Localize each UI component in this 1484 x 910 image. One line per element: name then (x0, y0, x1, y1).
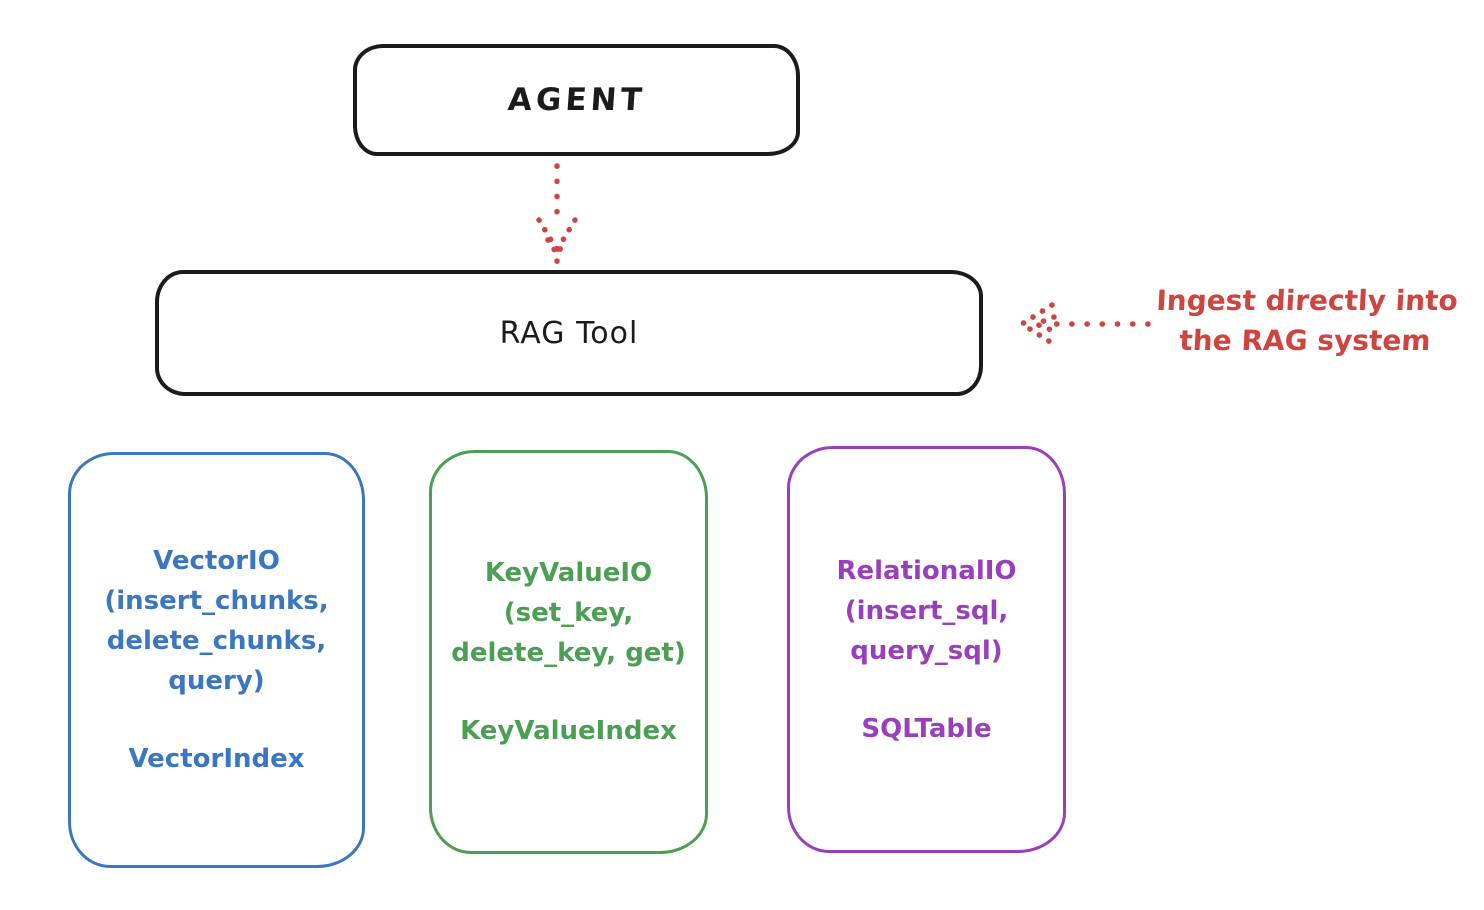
vectorio-index-label: VectorIndex (128, 744, 305, 774)
vectorio-methods-line-1: (insert_chunks, (104, 586, 329, 616)
keyvalueio-index-label: KeyValueIndex (460, 716, 677, 746)
ingest-annotation-line-1: Ingest directly into (1155, 284, 1459, 317)
ingest-annotation-line-2: the RAG system (1178, 324, 1432, 357)
keyvalueio-title: KeyValueIO (484, 558, 653, 588)
rag-tool-box: RAG Tool (155, 270, 983, 396)
rag-tool-label: RAG Tool (499, 315, 639, 351)
arrow-left-ingest-icon (1008, 293, 1158, 355)
arrow-down-agent-to-rag-icon (527, 158, 587, 270)
backend-box-relationalio: RelationalIO (insert_sql, query_sql) SQL… (787, 446, 1066, 853)
vectorio-methods-line-3: query) (168, 666, 265, 696)
agent-label: AGENT (506, 82, 647, 118)
relationalio-methods-line-2: query_sql) (850, 635, 1003, 666)
relationalio-title: RelationalIO (836, 555, 1017, 586)
agent-box: AGENT (353, 44, 800, 156)
ingest-annotation: Ingest directly into the RAG system (1134, 281, 1478, 361)
backend-box-keyvalueio: KeyValueIO (set_key, delete_key, get) Ke… (429, 450, 708, 854)
vectorio-title: VectorIO (153, 546, 280, 576)
keyvalueio-methods-line-1: (set_key, (503, 598, 634, 628)
relationalio-methods-line-1: (insert_sql, (844, 595, 1009, 626)
keyvalueio-methods-line-2: delete_key, get) (451, 638, 686, 668)
vectorio-methods-line-2: delete_chunks, (106, 626, 327, 656)
relationalio-index-label: SQLTable (861, 713, 992, 744)
backend-box-vectorio: VectorIO (insert_chunks, delete_chunks, … (68, 452, 365, 868)
